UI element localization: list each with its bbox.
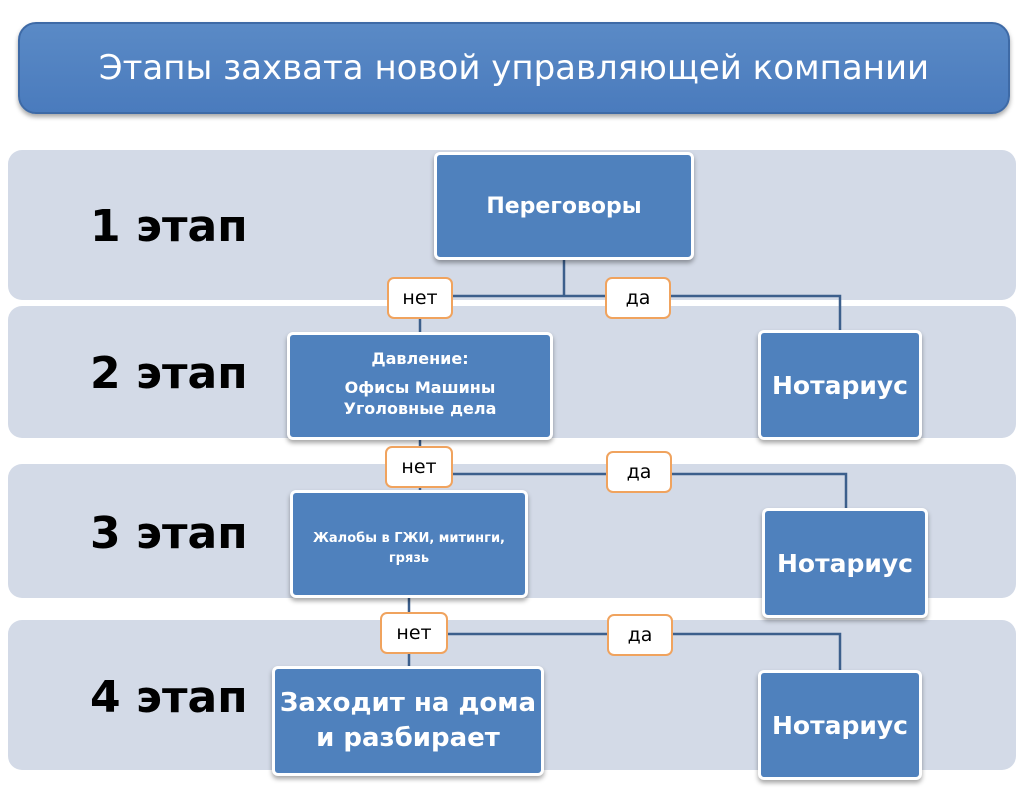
connector-2-yes (420, 472, 848, 512)
notary-label-2: Нотариус (772, 370, 908, 400)
negotiations-box: Переговоры (434, 152, 694, 260)
negotiations-label: Переговоры (486, 193, 642, 219)
notary-box-3: Нотариус (762, 508, 928, 618)
complaints-box: Жалобы в ГЖИ, митинги, грязь (290, 490, 528, 598)
takeover-line-2: и разбирает (316, 723, 500, 753)
pressure-line-1: Офисы Машины (344, 378, 496, 397)
notary-box-2: Нотариус (758, 330, 922, 440)
notary-box-4: Нотариус (758, 670, 922, 780)
takeover-box: Заходит на дома и разбирает (272, 666, 544, 776)
stage-label-3: 3 этап (90, 508, 248, 559)
stage-label-1: 1 этап (90, 201, 248, 252)
complaints-label: Жалобы в ГЖИ, митинги, грязь (313, 531, 505, 566)
yes-tag-3: да (607, 614, 673, 656)
stage-label-4: 4 этап (90, 672, 248, 723)
takeover-line-1: Заходит на дома (279, 687, 537, 718)
pressure-title: Давление: (371, 349, 469, 368)
pressure-line-2: Уголовные дела (343, 399, 497, 418)
notary-label-3: Нотариус (777, 548, 913, 578)
pressure-box: Давление: Офисы Машины Уголовные дела (287, 332, 553, 440)
stage-label-2: 2 этап (90, 348, 248, 399)
no-tag-1: нет (387, 277, 453, 319)
diagram-title: Этапы захвата новой управляющей компании (18, 22, 1010, 114)
notary-label-4: Нотариус (772, 710, 908, 740)
connector-3-yes (409, 632, 842, 672)
no-tag-3: нет (380, 612, 448, 654)
no-tag-2: нет (385, 446, 453, 488)
yes-tag-2: да (606, 451, 672, 493)
yes-tag-1: да (605, 277, 671, 319)
